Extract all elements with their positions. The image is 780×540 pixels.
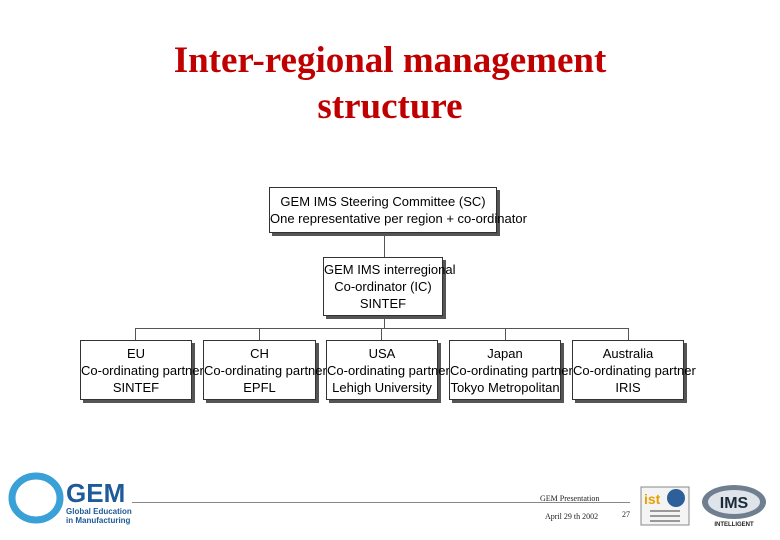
region-name: USA xyxy=(368,345,396,361)
region-name: Australia xyxy=(602,345,654,361)
gem-logo-line2: in Manufacturing xyxy=(66,516,131,525)
ims-logo-word: IMS xyxy=(720,495,749,512)
ims-logo-caption: INTELLIGENT xyxy=(714,522,754,528)
title-line-2: structure xyxy=(317,86,463,127)
region-box-usa: USA Co-ordinating partner Lehigh Univers… xyxy=(326,340,450,400)
steering-line-2: One representative per region + co-ordin… xyxy=(270,211,527,226)
region-org: SINTEF xyxy=(112,379,160,395)
region-org: EPFL xyxy=(243,379,276,395)
coordinator-line-2: Co-ordinator (IC) xyxy=(334,279,432,294)
connector-sc-ic xyxy=(384,233,385,257)
connector-australia xyxy=(628,328,629,340)
region-box-japan: Japan Co-ordinating partner Tokyo Metrop… xyxy=(449,340,573,400)
connector-eu xyxy=(135,328,136,340)
connector-usa xyxy=(381,328,382,340)
slide-title: Inter-regional management structure xyxy=(100,38,680,130)
ist-logo: ist xyxy=(640,486,690,526)
connector-bus xyxy=(135,328,629,329)
connector-ch xyxy=(259,328,260,340)
coordinator-box: GEM IMS interregional Co-ordinator (IC) … xyxy=(323,257,456,316)
footer-page-number: 27 xyxy=(622,510,630,519)
steering-line-1: GEM IMS Steering Committee (SC) xyxy=(280,194,486,209)
footer-date: April 29 th 2002 xyxy=(545,512,599,521)
title-line-1: Inter-regional management xyxy=(173,40,607,81)
ist-logo-word: ist xyxy=(644,491,661,507)
region-role: Co-ordinating partner xyxy=(450,362,573,378)
region-box-australia: Australia Co-ordinating partner IRIS xyxy=(572,340,696,400)
footer-rule xyxy=(132,502,630,503)
connector-japan xyxy=(505,328,506,340)
region-box-eu: EU Co-ordinating partner SINTEF xyxy=(80,340,204,400)
region-name: EU xyxy=(126,345,146,361)
region-org: Lehigh University xyxy=(332,379,432,395)
coordinator-line-1: GEM IMS interregional xyxy=(324,262,456,277)
region-role: Co-ordinating partner xyxy=(573,362,696,378)
footer-presentation: GEM Presentation xyxy=(540,494,600,503)
gem-logo-word: GEM xyxy=(66,478,125,508)
region-org: Tokyo Metropolitan xyxy=(450,379,560,395)
region-box-ch: CH Co-ordinating partner EPFL xyxy=(203,340,327,400)
steering-committee-box: GEM IMS Steering Committee (SC) One repr… xyxy=(269,187,527,233)
region-org: IRIS xyxy=(615,379,641,395)
region-name: CH xyxy=(250,345,269,361)
region-name: Japan xyxy=(487,345,523,361)
gem-logo: GEM Global Education in Manufacturing xyxy=(8,470,138,530)
region-role: Co-ordinating partner xyxy=(81,362,204,378)
coordinator-line-3: SINTEF xyxy=(359,296,407,311)
region-role: Co-ordinating partner xyxy=(327,362,450,378)
region-role: Co-ordinating partner xyxy=(204,362,327,378)
connector-ic-bus xyxy=(384,316,385,328)
ims-logo: IMS INTELLIGENT xyxy=(700,484,768,528)
gem-logo-line1: Global Education xyxy=(66,507,132,516)
